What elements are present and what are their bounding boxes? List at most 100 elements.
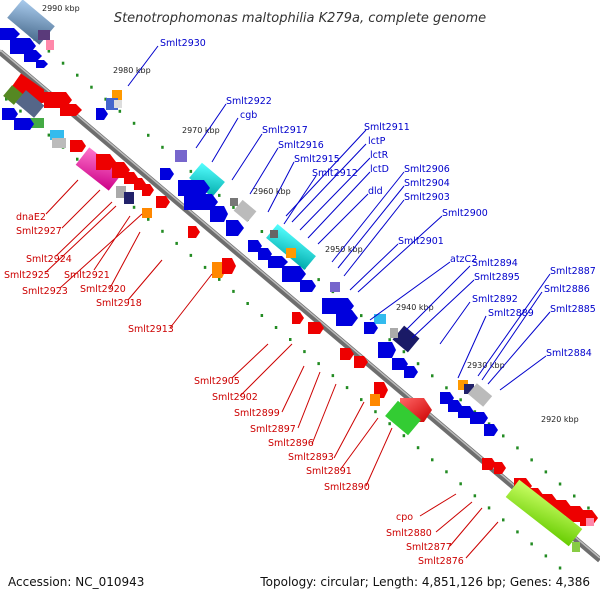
gene-block[interactable]: [38, 30, 50, 40]
gene-arrow-forward[interactable]: [210, 206, 228, 222]
gene-block[interactable]: [175, 150, 187, 162]
gene-block[interactable]: [392, 325, 420, 353]
gene-arrow-reverse[interactable]: [142, 184, 154, 196]
gene-block[interactable]: [266, 224, 316, 270]
gene-label[interactable]: Smlt2892: [472, 294, 518, 305]
gene-label[interactable]: Smlt2922: [226, 96, 272, 107]
gene-arrow-forward[interactable]: [268, 256, 288, 268]
gene-block[interactable]: [374, 314, 386, 324]
gene-label[interactable]: Smlt2924: [26, 254, 72, 265]
gene-label[interactable]: Smlt2927: [16, 226, 62, 237]
gene-block[interactable]: [505, 479, 583, 547]
gene-block[interactable]: [116, 186, 126, 198]
gene-block[interactable]: [50, 130, 64, 140]
gene-label[interactable]: cgb: [240, 110, 257, 121]
gene-label[interactable]: Smlt2918: [96, 298, 142, 309]
gene-label[interactable]: dld: [368, 186, 383, 197]
gene-block[interactable]: [46, 40, 54, 50]
gene-label[interactable]: Smlt2899: [234, 408, 280, 419]
gene-label[interactable]: Smlt2920: [80, 284, 126, 295]
gene-block[interactable]: [230, 198, 238, 206]
gene-label[interactable]: Smlt2886: [544, 284, 590, 295]
gene-block[interactable]: [390, 328, 398, 338]
gene-arrow-forward[interactable]: [226, 220, 244, 236]
gene-arrow-forward[interactable]: [364, 322, 378, 334]
gene-label[interactable]: Smlt2917: [262, 125, 308, 136]
gene-arrow-forward[interactable]: [36, 60, 48, 68]
gene-label[interactable]: Smlt2877: [406, 542, 452, 553]
gene-block[interactable]: [385, 400, 421, 436]
gene-label[interactable]: Smlt2887: [550, 266, 596, 277]
gene-block[interactable]: [189, 162, 225, 198]
gene-arrow-reverse[interactable]: [308, 322, 324, 334]
gene-arrow-forward[interactable]: [14, 118, 34, 130]
gene-label[interactable]: Smlt2925: [4, 270, 50, 281]
gene-arrow-reverse[interactable]: [340, 348, 354, 360]
gene-block[interactable]: [370, 394, 380, 406]
gene-arrow-forward[interactable]: [484, 424, 498, 436]
gene-label[interactable]: Smlt2930: [160, 38, 206, 49]
gene-arrow-reverse[interactable]: [96, 154, 116, 170]
gene-label[interactable]: Smlt2890: [324, 482, 370, 493]
gene-block[interactable]: [286, 248, 296, 258]
gene-arrow-reverse[interactable]: [354, 356, 368, 368]
gene-block[interactable]: [30, 118, 44, 128]
gene-label[interactable]: Smlt2900: [442, 208, 488, 219]
gene-block[interactable]: [233, 199, 257, 223]
gene-arrow-reverse[interactable]: [70, 140, 86, 152]
gene-label[interactable]: Smlt2876: [418, 556, 464, 567]
gene-arrow-forward[interactable]: [178, 180, 210, 196]
gene-arrow-forward[interactable]: [404, 366, 418, 378]
gene-label[interactable]: Smlt2896: [268, 438, 314, 449]
gene-label[interactable]: Smlt2913: [128, 324, 174, 335]
gene-label[interactable]: Smlt2916: [278, 140, 324, 151]
gene-arrow-reverse[interactable]: [9, 73, 51, 110]
gene-block[interactable]: [114, 100, 122, 108]
gene-arrow-forward[interactable]: [24, 50, 42, 62]
gene-label[interactable]: Smlt2904: [404, 178, 450, 189]
gene-arrow-forward[interactable]: [282, 266, 306, 282]
gene-block[interactable]: [142, 208, 152, 218]
gene-label[interactable]: Smlt2884: [546, 348, 592, 359]
gene-arrow-reverse[interactable]: [188, 226, 200, 238]
gene-block[interactable]: [52, 138, 66, 148]
gene-label[interactable]: Smlt2923: [22, 286, 68, 297]
gene-label[interactable]: Smlt2905: [194, 376, 240, 387]
gene-label[interactable]: cpo: [396, 512, 413, 523]
gene-arrow-forward[interactable]: [160, 168, 174, 180]
gene-label[interactable]: Smlt2893: [288, 452, 334, 463]
gene-block[interactable]: [458, 380, 468, 390]
gene-arrow-reverse[interactable]: [156, 196, 170, 208]
gene-label[interactable]: Smlt2911: [364, 122, 410, 133]
gene-label[interactable]: Smlt2885: [550, 304, 596, 315]
gene-block[interactable]: [112, 90, 122, 100]
gene-label[interactable]: Smlt2915: [294, 154, 340, 165]
gene-arrow-forward[interactable]: [2, 108, 18, 120]
gene-block[interactable]: [124, 192, 134, 204]
gene-label[interactable]: Smlt2894: [472, 258, 518, 269]
gene-label[interactable]: lctR: [370, 150, 389, 161]
gene-label[interactable]: atzC2: [450, 254, 477, 265]
gene-block[interactable]: [467, 383, 493, 407]
gene-label[interactable]: lctD: [370, 164, 389, 175]
gene-label[interactable]: Smlt2891: [306, 466, 352, 477]
gene-block[interactable]: [464, 384, 474, 394]
gene-arrow-forward[interactable]: [470, 412, 488, 424]
gene-label[interactable]: lctP: [368, 136, 386, 147]
gene-block[interactable]: [330, 282, 340, 292]
gene-label[interactable]: dnaE2: [16, 212, 46, 223]
gene-label[interactable]: Smlt2906: [404, 164, 450, 175]
gene-block[interactable]: [572, 542, 580, 552]
gene-arrow-reverse[interactable]: [60, 104, 82, 116]
gene-arrow-forward[interactable]: [96, 108, 108, 120]
gene-arrow-forward[interactable]: [378, 342, 396, 358]
gene-arrow-forward[interactable]: [336, 310, 358, 326]
gene-block[interactable]: [586, 518, 594, 526]
gene-arrow-reverse[interactable]: [222, 258, 236, 274]
gene-arrow-forward[interactable]: [184, 194, 218, 210]
gene-block[interactable]: [15, 90, 45, 118]
gene-label[interactable]: Smlt2921: [64, 270, 110, 281]
gene-label[interactable]: Smlt2902: [212, 392, 258, 403]
gene-arrow-forward[interactable]: [0, 28, 20, 40]
gene-label[interactable]: Smlt2889: [488, 308, 534, 319]
